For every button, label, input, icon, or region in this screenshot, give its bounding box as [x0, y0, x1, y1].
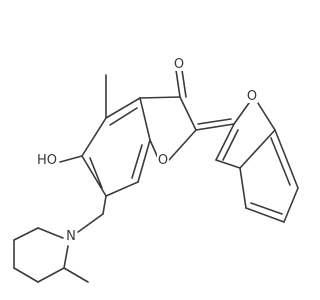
bond [215, 123, 235, 161]
bond [105, 181, 139, 197]
hydroxyl-bond [59, 155, 83, 163]
bond [37, 227, 64, 239]
furanone-oxygen: O [158, 153, 168, 168]
central-benzene-ring [81, 97, 151, 197]
double-bond-inner [250, 202, 283, 215]
methylene-bond [77, 213, 104, 233]
piperidine-methyl-bond [63, 267, 89, 283]
bond [215, 159, 241, 169]
hydroxyl-label: HO [36, 152, 58, 168]
bond [245, 207, 285, 223]
double-bond-inner [89, 157, 103, 189]
bond [179, 96, 197, 131]
benzofuran-benzene-ring [239, 129, 299, 223]
bond [37, 267, 65, 283]
double-bond-inner [109, 107, 138, 126]
bond [81, 117, 107, 157]
bond [255, 99, 276, 131]
bond [13, 227, 39, 241]
bond [239, 129, 276, 169]
methylene-bond [102, 195, 107, 215]
benzofuran-oxygen: O [247, 89, 257, 104]
double-bond-inner [270, 137, 291, 186]
benzofuran-oxygen-label: O [246, 88, 258, 104]
piperidine-ring [13, 227, 69, 283]
bond [274, 129, 299, 189]
double-bond-inner [131, 144, 143, 179]
hydroxyl-group: HO [37, 153, 57, 168]
bond [139, 96, 181, 99]
ketone-oxygen: O [174, 57, 184, 72]
molecule-canvas: O O O HO N [13, 56, 299, 283]
ketone-double-bond [181, 69, 187, 98]
bond [139, 97, 151, 141]
ketone-double-bond [175, 69, 181, 98]
bond [233, 102, 250, 125]
double-bond-inner [222, 129, 239, 161]
bond [105, 97, 141, 119]
structure-diagram: O O O HO N [13, 56, 299, 283]
piperidine-nitrogen: N [66, 229, 76, 244]
bond [13, 267, 39, 283]
ketone-oxygen-label: O [173, 56, 185, 72]
furanone-ring [139, 96, 197, 161]
bond [239, 167, 247, 209]
bond [168, 129, 197, 161]
bond [81, 155, 107, 197]
bond [149, 139, 159, 159]
bond [63, 245, 69, 269]
bond [137, 139, 151, 183]
bond [283, 187, 299, 223]
benzofuran-furan-ring [215, 99, 276, 169]
furanone-oxygen-label: O [157, 152, 169, 168]
exocyclic-double-bond [197, 118, 232, 125]
piperidine-nitrogen-label: N [65, 228, 77, 244]
exocyclic-double-bond [195, 123, 235, 131]
